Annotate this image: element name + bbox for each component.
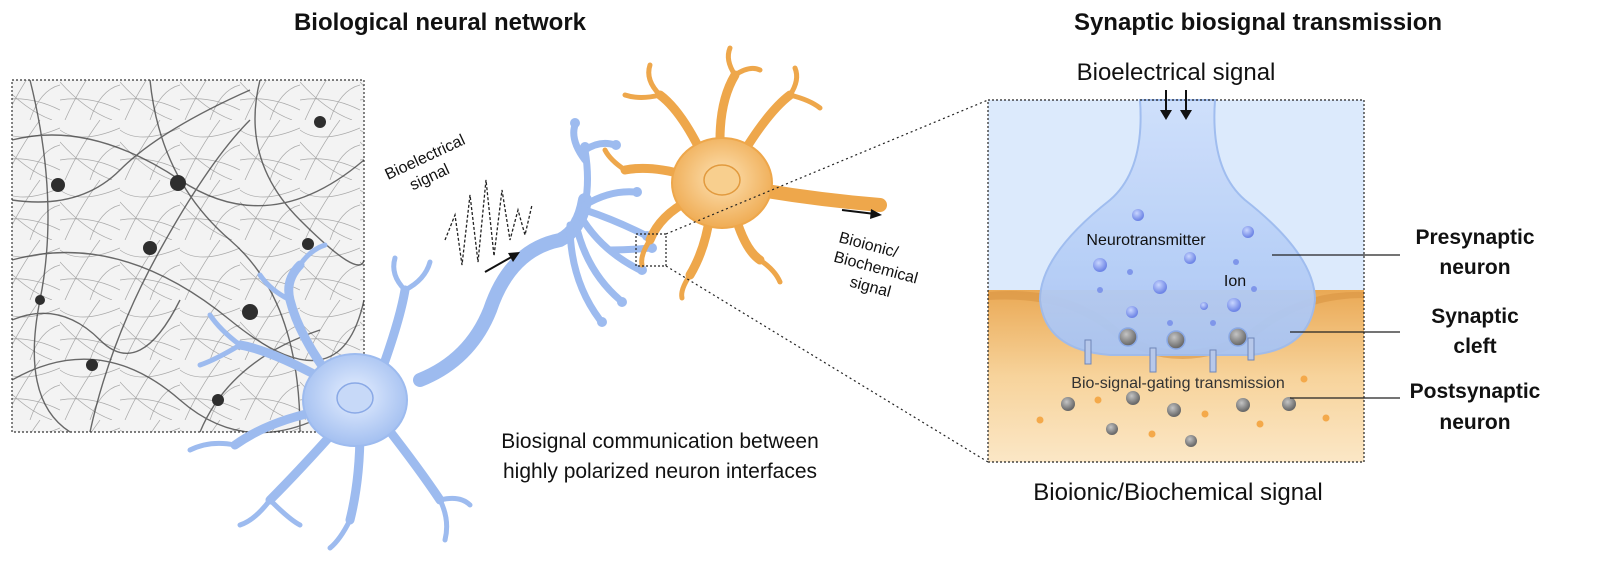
- spike-waveform: [444, 179, 533, 266]
- synaptic-cleft-label-2: cleft: [1453, 335, 1496, 358]
- caption-line-2: highly polarized neuron interfaces: [503, 460, 817, 483]
- neurotransmitter-vesicles: [1093, 209, 1254, 318]
- bioionic-signal-bottom: Bioionic/Biochemical signal: [1033, 479, 1322, 506]
- arrow-icon: [1165, 90, 1187, 112]
- bioionic-signal-label-middle: Bioionic/ Biochemical signal: [832, 229, 920, 301]
- right-title: Synaptic biosignal transmission: [1074, 9, 1442, 36]
- presynaptic-label-2: neuron: [1439, 256, 1510, 279]
- ion-label: Ion: [1224, 273, 1246, 290]
- ion-dots: [1097, 259, 1257, 326]
- postsynaptic-label-2: neuron: [1439, 411, 1510, 434]
- docked-vesicles: [1118, 327, 1248, 350]
- receptor-channels: [1084, 337, 1255, 373]
- caption-line-1: Biosignal communication between: [501, 430, 819, 453]
- postsynaptic-particles: [1061, 391, 1296, 447]
- synaptic-cleft-label-1: Synaptic: [1431, 305, 1519, 328]
- presynaptic-neuron-blue: [187, 121, 654, 551]
- orange-nucleus: [703, 164, 741, 196]
- arrow-icon: [1160, 110, 1192, 120]
- left-title: Biological neural network: [294, 9, 587, 36]
- blue-nucleus: [336, 382, 374, 414]
- bioelectrical-signal-top: Bioelectrical signal: [1077, 59, 1276, 86]
- postsynaptic-label-1: Postsynaptic: [1410, 380, 1541, 403]
- arrow-icon: [841, 209, 882, 219]
- bioelectrical-signal-label-left: Bioelectrical signal: [383, 132, 468, 194]
- zoom-box: [635, 233, 667, 267]
- zoom-line-top: [665, 99, 989, 235]
- arrow-icon: [484, 252, 520, 273]
- presynaptic-label-1: Presynaptic: [1415, 226, 1534, 249]
- neurotransmitter-label: Neurotransmitter: [1086, 232, 1206, 249]
- synapse-panel: [987, 99, 1365, 463]
- gating-label: Bio-signal-gating transmission: [1071, 375, 1284, 392]
